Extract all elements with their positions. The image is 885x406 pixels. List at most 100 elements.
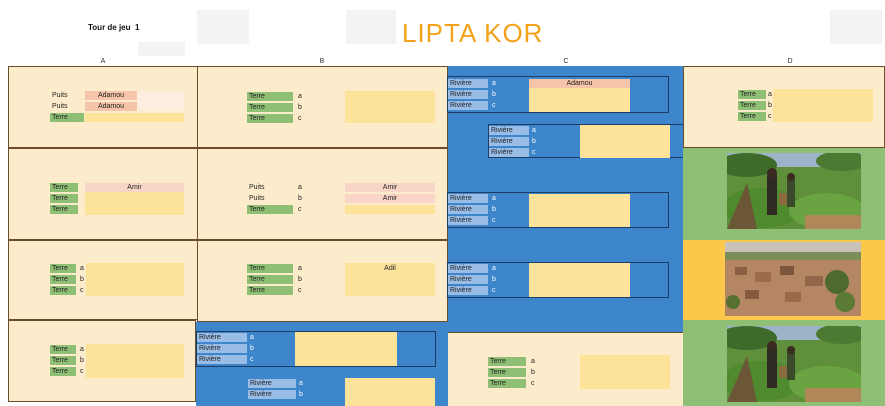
- sub-letter: b: [80, 357, 84, 364]
- owner-name: Adamou: [85, 102, 137, 111]
- plot-type-label: Puits: [249, 184, 265, 191]
- plot-type-label: Rivière: [489, 148, 529, 157]
- owner-name: Adil: [384, 265, 396, 272]
- crop-field[interactable]: [580, 125, 670, 158]
- header-placeholder: [830, 10, 882, 44]
- crop-field[interactable]: [86, 263, 184, 296]
- field-photo: [727, 326, 861, 402]
- column-header-c: C: [563, 58, 569, 65]
- plot-type-label: Rivière: [489, 137, 529, 146]
- sub-letter: c: [768, 113, 772, 120]
- plot-type-label: Rivière: [197, 355, 247, 364]
- plot-type-label: Puits: [249, 195, 265, 202]
- header-placeholder: [197, 10, 249, 44]
- plot-type-label: Terre: [247, 205, 293, 214]
- sub-letter: b: [298, 104, 302, 111]
- plot-type-label: Rivière: [448, 216, 488, 225]
- sub-letter: a: [298, 184, 302, 191]
- plot-type-label: Terre: [50, 194, 78, 203]
- crop-field[interactable]: [773, 89, 873, 122]
- plot-type-label: Terre: [50, 356, 76, 365]
- river-plot-c3[interactable]: [447, 192, 669, 228]
- crop-field[interactable]: [345, 91, 435, 123]
- owner-name: Amir: [345, 194, 435, 203]
- sub-letter: b: [532, 138, 536, 145]
- plot-type-label: Rivière: [448, 286, 488, 295]
- plot-type-label: Terre: [50, 275, 76, 284]
- village-photo: [725, 242, 861, 316]
- crop-field[interactable]: [295, 332, 397, 366]
- sub-letter: b: [492, 276, 496, 283]
- crop-field[interactable]: [529, 194, 630, 227]
- owner-name: Adamou: [529, 79, 630, 88]
- plot-type-label: Terre: [488, 357, 526, 366]
- crop-field[interactable]: [85, 113, 184, 122]
- plot-type-label: Rivière: [448, 264, 488, 273]
- river-plot-c4[interactable]: [447, 262, 669, 298]
- sub-letter: a: [299, 380, 303, 387]
- sub-letter: a: [492, 80, 496, 87]
- crop-field[interactable]: [345, 205, 435, 214]
- field-photo: [727, 153, 861, 229]
- sub-letter: c: [250, 356, 254, 363]
- owner-name: Adamou: [85, 91, 137, 100]
- sub-letter: c: [492, 102, 496, 109]
- sub-letter: c: [80, 368, 84, 375]
- village-aerial-photo-icon: [725, 242, 861, 316]
- plot-type-label: Puits: [52, 103, 68, 110]
- sub-letter: c: [531, 380, 535, 387]
- crop-field[interactable]: [580, 355, 670, 389]
- plot-type-label: Rivière: [248, 390, 296, 399]
- plot-type-label: Terre: [50, 345, 76, 354]
- sub-letter: b: [299, 391, 303, 398]
- crop-field[interactable]: [86, 344, 184, 378]
- turn-number: 1: [134, 23, 140, 32]
- plot-type-label: Terre: [738, 101, 766, 110]
- sub-letter: a: [492, 265, 496, 272]
- sub-letter: b: [298, 276, 302, 283]
- plot-type-label: Terre: [50, 286, 76, 295]
- turn-label: Tour de jeu 1: [88, 23, 139, 32]
- plot-type-label: Rivière: [489, 126, 529, 135]
- plot-type-label: Rivière: [248, 379, 296, 388]
- plot-type-label: Rivière: [197, 344, 247, 353]
- plot-type-label: Rivière: [448, 90, 488, 99]
- plot-type-label: Terre: [247, 103, 293, 112]
- plot-type-label: Terre: [50, 264, 76, 273]
- sub-letter: a: [531, 358, 535, 365]
- sub-letter: a: [768, 91, 772, 98]
- sub-letter: b: [492, 91, 496, 98]
- turn-label-text: Tour de jeu: [88, 23, 131, 32]
- plot-type-label: Terre: [488, 368, 526, 377]
- plot-type-label: Terre: [247, 114, 293, 123]
- sub-letter: a: [250, 334, 254, 341]
- sub-letter: b: [531, 369, 535, 376]
- plot-type-label: Terre: [247, 286, 293, 295]
- owner-cell: [137, 91, 184, 111]
- sub-letter: a: [532, 127, 536, 134]
- sub-letter: a: [80, 265, 84, 272]
- river-plot-c1[interactable]: [447, 76, 669, 113]
- river-plot-b4[interactable]: [196, 331, 436, 367]
- sub-letter: c: [298, 115, 302, 122]
- field-with-farmers-photo-icon: [727, 326, 861, 402]
- plot-type-label: Terre: [738, 112, 766, 121]
- sub-letter: c: [298, 287, 302, 294]
- crop-field[interactable]: [345, 263, 435, 296]
- plot-type-label: Terre: [50, 183, 78, 192]
- crop-field[interactable]: [85, 192, 184, 215]
- header-placeholder: [138, 42, 185, 56]
- crop-field[interactable]: [345, 378, 435, 406]
- plot-type-label: Rivière: [197, 333, 247, 342]
- plot-type-label: Terre: [50, 367, 76, 376]
- plot-type-label: Rivière: [448, 101, 488, 110]
- column-header-b: B: [319, 58, 325, 65]
- column-header-a: A: [100, 58, 106, 65]
- crop-field[interactable]: [529, 263, 630, 297]
- sub-letter: c: [492, 287, 496, 294]
- plot-type-label: Terre: [738, 90, 766, 99]
- plot-type-label: Terre: [247, 264, 293, 273]
- field-with-farmers-photo-icon: [727, 153, 861, 229]
- sub-letter: b: [492, 206, 496, 213]
- plot-type-label: Rivière: [448, 275, 488, 284]
